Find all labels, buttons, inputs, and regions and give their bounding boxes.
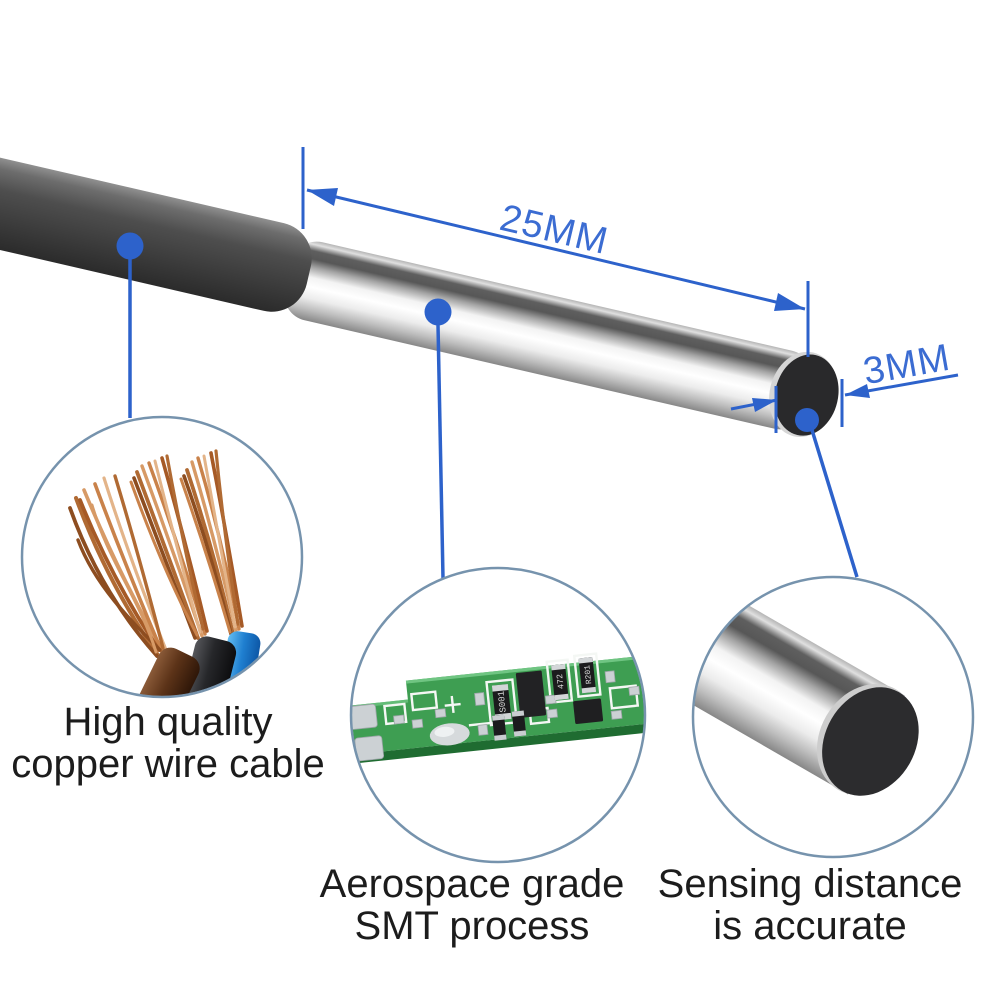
copper-wire-photo (68, 449, 261, 696)
leader-line-tip (810, 429, 859, 578)
leader-line-barrel (436, 324, 445, 579)
caption-copper-wire: High quality copper wire cable (0, 701, 348, 785)
caption-line: is accurate (713, 904, 907, 948)
callout-leaders (116, 232, 859, 579)
caption-smt-pcb: Aerospace grade SMT process (302, 863, 642, 947)
pcb-solder-pads (352, 670, 644, 762)
caption-line: High quality (63, 700, 273, 744)
dimension-arrowheads (307, 188, 870, 412)
caption-sensing-tip: Sensing distance is accurate (640, 863, 980, 947)
leader-dot-tip (795, 408, 819, 432)
caption-line: SMT process (354, 904, 590, 948)
caption-line: Sensing distance (657, 862, 963, 906)
caption-line: Aerospace grade (319, 862, 625, 906)
component-label: R201 (583, 664, 594, 684)
component-label: 472 (555, 673, 567, 689)
sensor-barrel (284, 241, 813, 430)
pcb-photo: S001 472 R201 (352, 652, 644, 765)
callout-circle-copper (20, 415, 304, 699)
caption-line: copper wire cable (11, 742, 325, 786)
wire-insulation-brown (137, 647, 200, 696)
dimension-annotations (301, 147, 959, 433)
pcb-board-edge (352, 720, 644, 765)
cable (0, 153, 312, 312)
sensor-tip-photo (694, 578, 919, 796)
arrowhead-3mm-left (752, 398, 777, 412)
pcb-components: S001 472 R201 (491, 657, 604, 741)
component-label: S001 (497, 690, 509, 713)
dim-line-25mm (306, 188, 806, 311)
callout-circle-tip (691, 575, 975, 859)
barrel-end-face (774, 354, 839, 436)
arrowhead-25mm-right (774, 293, 805, 311)
sensor-probe (0, 153, 839, 438)
copper-strands (68, 449, 244, 660)
arrowhead-3mm-right (845, 384, 870, 398)
leader-dot-cable (116, 232, 144, 260)
leader-dot-barrel (424, 298, 452, 326)
arrowhead-25mm-left (307, 188, 338, 206)
tip-face (822, 687, 919, 796)
callout-circle-pcb (349, 566, 647, 864)
